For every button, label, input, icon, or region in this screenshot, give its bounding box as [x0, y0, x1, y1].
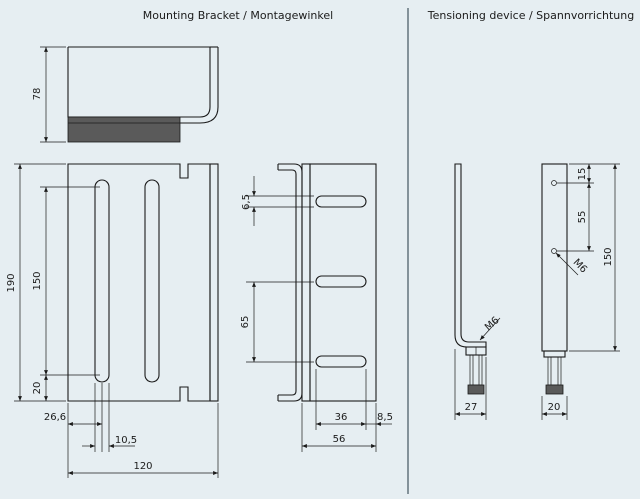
dim-m6-right: M6 [555, 252, 589, 275]
dim-78: 78 [32, 46, 66, 143]
dim-150-right: 150 [569, 163, 620, 352]
bracket-top-view [67, 46, 219, 143]
dim-m6-left-label: M6 [483, 315, 502, 333]
dim-8-5-label: 8,5 [377, 412, 393, 423]
bracket-side-view [277, 163, 377, 402]
dim-8-5: 8,5 [366, 403, 393, 452]
dim-120: 120 [67, 403, 219, 478]
dim-10-5-label: 10,5 [115, 435, 137, 446]
dim-27: 27 [454, 349, 487, 420]
dim-36: 36 [315, 369, 367, 430]
dim-20-right-label: 20 [548, 402, 561, 413]
dim-190-label: 190 [6, 273, 17, 292]
tensioner-side-view [454, 163, 487, 395]
dim-10-5: 10,5 [82, 383, 137, 452]
dim-20-right: 20 [541, 396, 568, 420]
tensioner-front-view [541, 163, 568, 395]
dim-20-label: 20 [32, 382, 43, 395]
dim-6-5: 6,5 [241, 176, 314, 226]
dim-15: 15 [557, 163, 594, 184]
dim-150-right-label: 150 [603, 247, 614, 266]
dim-36-label: 36 [335, 412, 348, 423]
dim-65: 65 [240, 281, 314, 363]
bracket-front-view [67, 163, 219, 402]
dim-190: 190 [6, 163, 66, 402]
dim-20: 20 [32, 375, 48, 401]
dim-6-5-label: 6,5 [241, 194, 252, 210]
dim-150: 150 [32, 186, 100, 376]
dim-m6-left: M6 [479, 315, 502, 341]
dim-26-6-label: 26,6 [44, 412, 66, 423]
mounting-bracket-title: Mounting Bracket / Montagewinkel [143, 9, 333, 22]
dim-55: 55 [557, 183, 594, 252]
dim-15-label: 15 [577, 168, 588, 181]
dim-150-label: 150 [32, 271, 43, 290]
dim-65-label: 65 [240, 316, 251, 329]
dim-78-label: 78 [32, 88, 43, 101]
tensioning-device-title: Tensioning device / Spannvorrichtung [427, 9, 634, 22]
dim-120-label: 120 [133, 461, 152, 472]
dim-56-label: 56 [333, 434, 346, 445]
dim-27-label: 27 [465, 402, 478, 413]
dim-55-label: 55 [577, 211, 588, 224]
dim-56: 56 [301, 403, 376, 452]
dim-m6-right-label: M6 [571, 257, 589, 275]
dim-26-6: 26,6 [44, 383, 103, 452]
